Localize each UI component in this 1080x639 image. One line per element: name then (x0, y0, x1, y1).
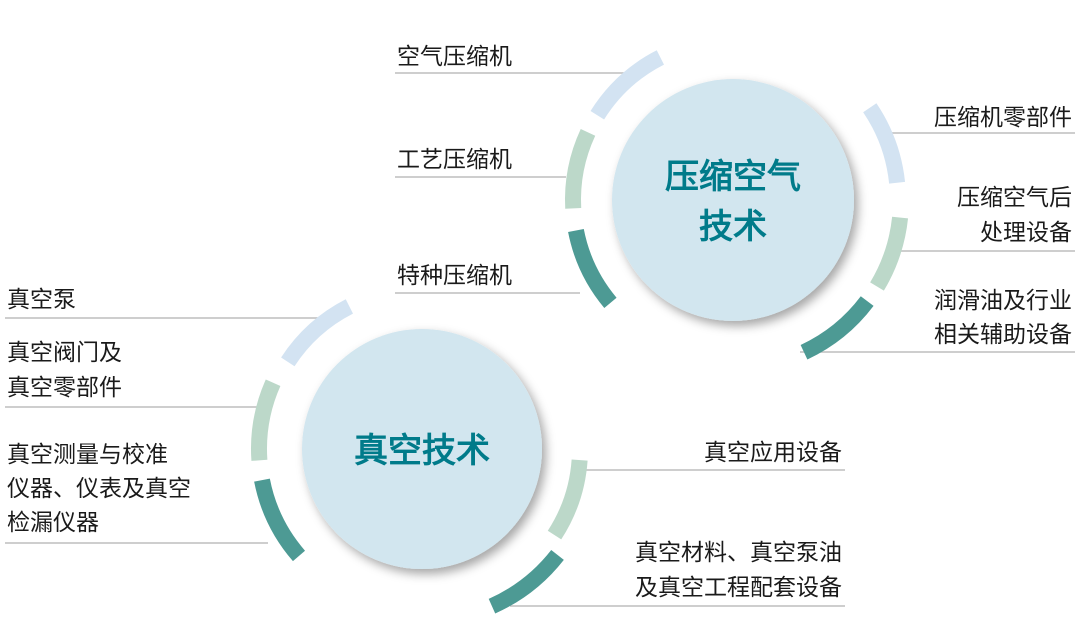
label-vacuum-measure-line3: 检漏仪器 (7, 510, 99, 536)
hub-vacuum: 真空技术 (302, 329, 542, 569)
hub-title-line2: 技术 (699, 207, 767, 247)
label-after-treatment-line1: 压缩空气后 (957, 185, 1072, 211)
ring-arc-segment (488, 549, 564, 614)
ring-arc-segment (870, 216, 909, 291)
hub-compressed-air: 压缩空气 技术 (612, 79, 854, 321)
label-process-compressor: 工艺压缩机 (397, 147, 512, 173)
hub-circle (612, 79, 854, 321)
label-vacuum-application: 真空应用设备 (704, 440, 842, 466)
hub-circle (302, 329, 542, 569)
label-lubricant-line2: 相关辅助设备 (934, 322, 1072, 348)
ring-arc-segment (590, 50, 665, 120)
label-vacuum-materials-line2: 及真空工程配套设备 (635, 575, 842, 601)
ring-arc-segment (568, 228, 617, 308)
label-vacuum-measure-line2: 仪器、仪表及真空 (7, 476, 191, 502)
ring-arc-segment (254, 478, 306, 562)
ring-arc-segment (547, 459, 588, 540)
label-special-compressor: 特种压缩机 (397, 263, 512, 289)
label-compressor-parts: 压缩机零部件 (934, 105, 1072, 131)
hub-title: 真空技术 (354, 431, 490, 471)
label-after-treatment-line2: 处理设备 (980, 220, 1072, 246)
label-vacuum-materials-line1: 真空材料、真空泵油 (635, 540, 842, 566)
label-air-compressor: 空气压缩机 (397, 44, 512, 70)
label-vacuum-measure-line1: 真空测量与校准 (7, 442, 168, 468)
ring-arc-segment (281, 299, 354, 367)
ring-arc-segment (863, 103, 906, 184)
divider-lines (5, 72, 1075, 607)
label-vacuum-pump: 真空泵 (7, 287, 76, 313)
hub-title-line1: 压缩空气 (665, 157, 801, 197)
ring-arc-segment (800, 296, 874, 360)
label-vacuum-valve-line2: 真空零部件 (7, 375, 122, 401)
label-vacuum-valve-line1: 真空阀门及 (7, 340, 122, 366)
label-lubricant-line1: 润滑油及行业 (934, 288, 1072, 314)
ring-arc-segment (251, 379, 281, 461)
ring-arcs (251, 50, 909, 614)
ring-arc-segment (565, 129, 596, 209)
